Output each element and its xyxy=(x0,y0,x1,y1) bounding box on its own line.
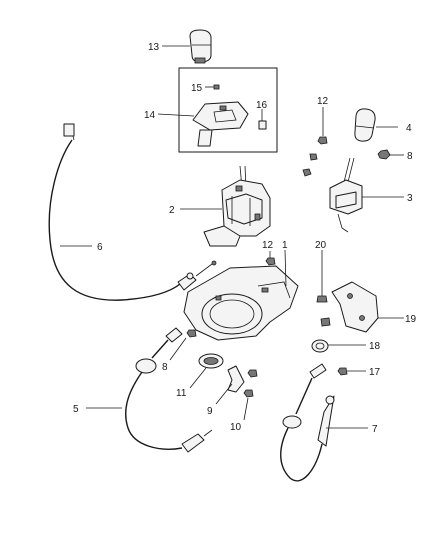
callout-2: 2 xyxy=(169,205,175,216)
bolt-20 xyxy=(316,258,331,327)
bolt-11 xyxy=(243,369,258,398)
clip-16 xyxy=(258,120,267,130)
nut-17 xyxy=(337,367,348,376)
screw-15 xyxy=(213,84,220,90)
callout-14: 14 xyxy=(144,110,156,121)
shifter-assembly-2 xyxy=(203,165,271,247)
clip-18 xyxy=(311,339,329,353)
callout-10: 11 xyxy=(176,388,187,399)
nut-8-left xyxy=(186,329,197,338)
callout-6: 6 xyxy=(97,242,103,253)
callout-19: 19 xyxy=(405,314,417,325)
callout-5: 5 xyxy=(73,404,79,415)
inset-box-14 xyxy=(178,67,278,153)
bracket-19 xyxy=(331,281,379,333)
callout-13: 13 xyxy=(148,42,160,53)
shift-knob-4 xyxy=(354,108,376,142)
cable-5 xyxy=(124,327,213,453)
callout-18: 18 xyxy=(369,341,381,352)
callout-17: 17 xyxy=(369,367,381,378)
nut-cluster xyxy=(302,153,318,177)
callout-12-top: 12 xyxy=(317,96,329,107)
callout-20: 20 xyxy=(315,240,327,251)
callout-3: 3 xyxy=(407,193,413,204)
callout-15: 15 xyxy=(191,83,203,94)
shifter-base-1 xyxy=(183,265,299,341)
shifter-assembly-3 xyxy=(329,157,363,233)
callout-11: 10 xyxy=(230,422,242,433)
callout-7: 7 xyxy=(372,424,378,435)
nut-12-top xyxy=(317,136,328,145)
callout-12-mid: 12 xyxy=(262,240,274,251)
nut-12-mid xyxy=(265,257,276,266)
shift-knob-13 xyxy=(189,29,212,64)
callout-8-left: 8 xyxy=(162,362,168,373)
callout-labels: 13 14 15 16 12 4 8 3 2 6 1 12 20 19 18 1… xyxy=(73,42,417,435)
cable-6 xyxy=(48,123,217,301)
callout-16: 16 xyxy=(256,100,268,111)
callout-1: 1 xyxy=(282,240,288,251)
callout-4: 4 xyxy=(406,123,412,134)
cable-7 xyxy=(280,363,335,482)
callout-8-right: 8 xyxy=(407,151,413,162)
nut-8-right xyxy=(377,149,391,160)
callout-9: 9 xyxy=(207,406,213,417)
leader-lines xyxy=(60,45,404,429)
grommet-10 xyxy=(198,353,224,369)
bracket-9 xyxy=(227,365,245,393)
shifter-bezel-14 xyxy=(192,101,249,147)
